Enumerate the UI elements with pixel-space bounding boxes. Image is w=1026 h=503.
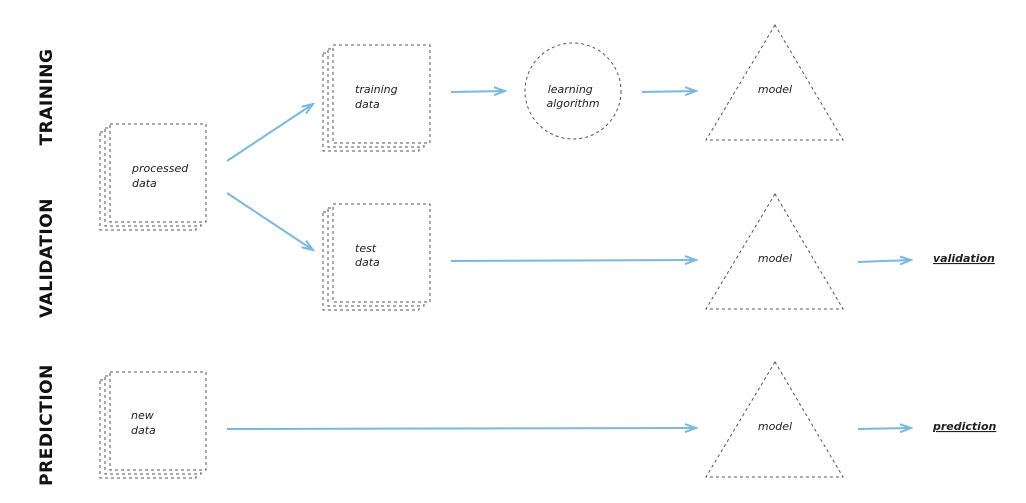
model-prediction-node: model: [705, 361, 844, 478]
model-validation-node: model: [705, 193, 844, 310]
arrow-processed-to-training: [226, 104, 313, 162]
learning-algorithm-label: learning algorithm: [546, 83, 599, 110]
model-validation-label: model: [758, 252, 792, 265]
new-data-label-line-2: data: [131, 424, 156, 437]
test-data-label: test data: [355, 242, 380, 269]
training-data-label-line-1: training: [355, 83, 398, 96]
test-data-label-line-2: data: [355, 256, 380, 269]
arrow-processed-to-test: [226, 192, 313, 250]
phase-label-training: TRAINING: [37, 49, 57, 146]
arrow-model-to-prediction: [857, 428, 911, 429]
phase-label-prediction: PREDICTION: [37, 364, 57, 486]
model-training-label: model: [758, 83, 792, 96]
training-data-label: training data: [355, 83, 401, 111]
model-training-node: model: [705, 24, 844, 141]
training-data-label-line-2: data: [355, 98, 380, 111]
model-prediction-label: model: [758, 420, 792, 433]
test-data-node: test data: [322, 203, 431, 311]
arrow-newdata-to-model: [226, 428, 696, 429]
processed-data-label: processed data: [131, 162, 192, 190]
learning-algorithm-label-line-1: learning: [548, 83, 593, 96]
validation-output-label: validation: [933, 252, 995, 265]
arrow-model-to-validation: [857, 260, 911, 262]
training-data-node: training data: [322, 44, 431, 152]
processed-data-node: processed data: [99, 123, 207, 231]
new-data-label-line-1: new: [131, 409, 154, 422]
arrow-test-to-model: [450, 260, 696, 261]
test-data-label-line-1: test: [355, 242, 377, 255]
arrow-algorithm-to-model: [641, 91, 696, 92]
prediction-output-label: prediction: [932, 420, 997, 433]
processed-data-label-line-2: data: [132, 177, 157, 190]
new-data-label: new data: [131, 409, 157, 437]
learning-algorithm-label-line-2: algorithm: [546, 97, 599, 110]
processed-data-label-line-1: processed: [131, 162, 189, 175]
arrow-training-to-algorithm: [450, 91, 505, 92]
learning-algorithm-node: learning algorithm: [524, 42, 622, 140]
new-data-node: new data: [99, 371, 207, 479]
phase-label-validation: VALIDATION: [37, 198, 57, 318]
